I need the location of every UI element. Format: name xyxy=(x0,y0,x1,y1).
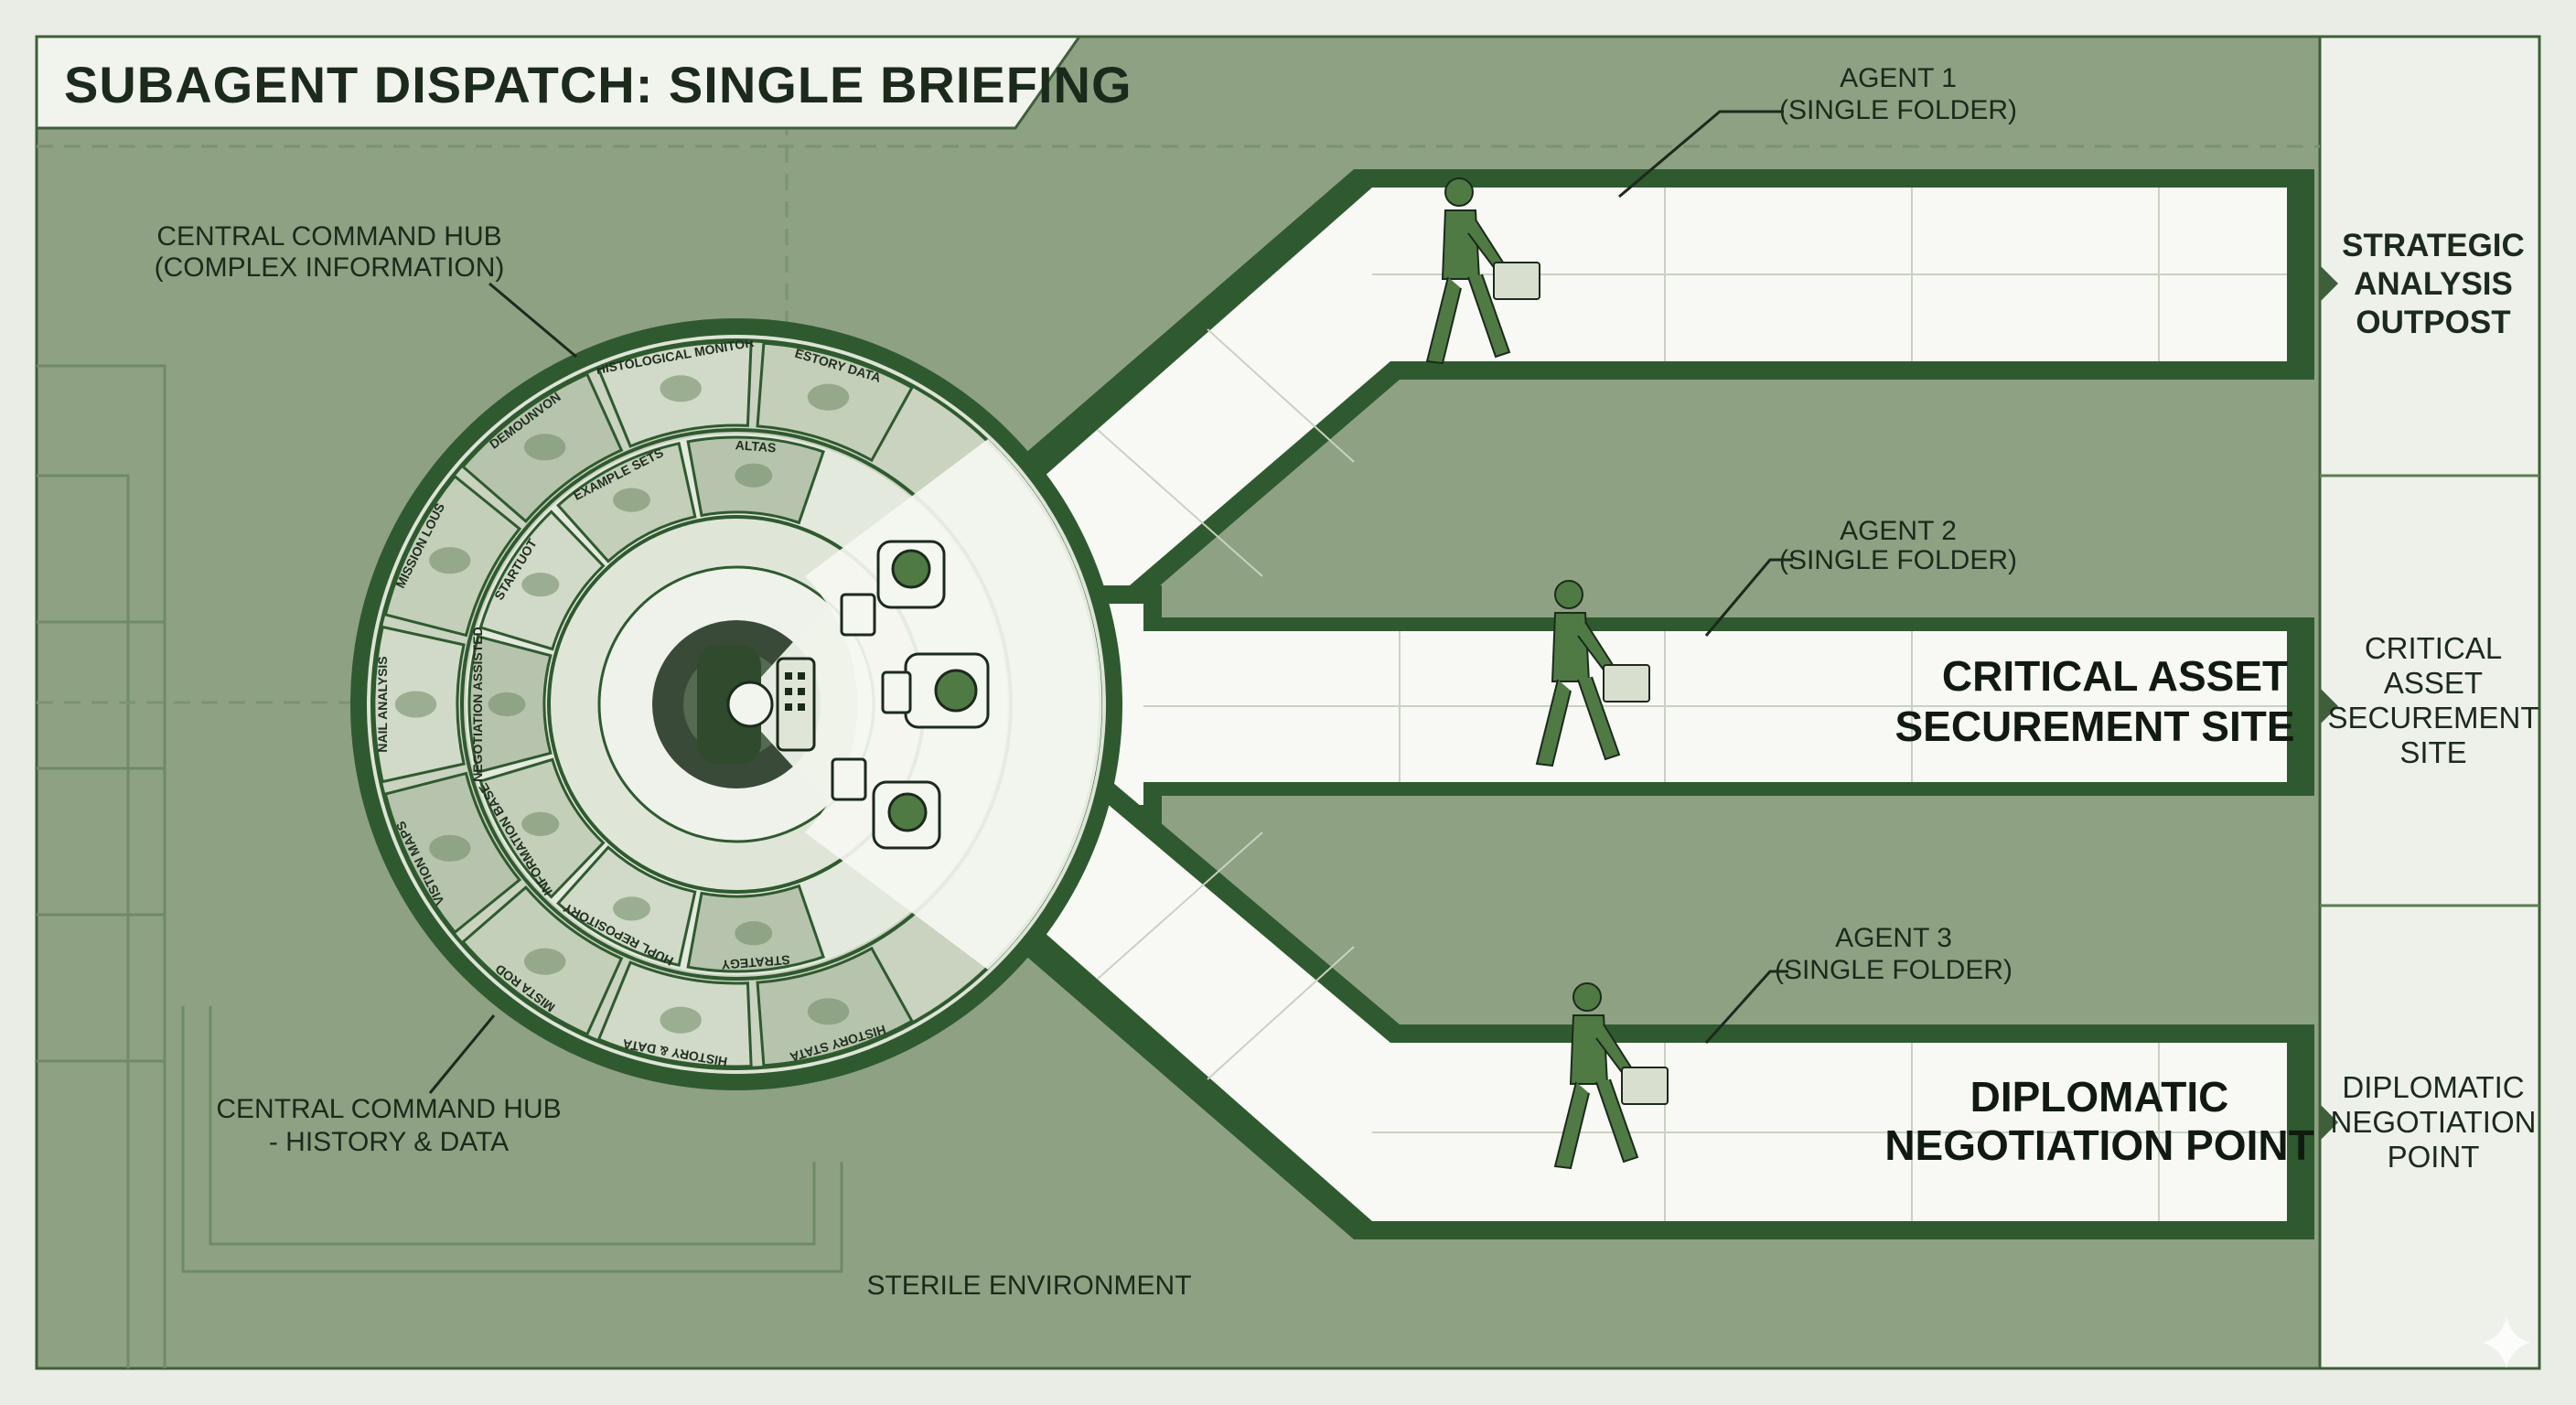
hub-operators xyxy=(697,540,990,850)
agent-1-note: (SINGLE FOLDER) xyxy=(1779,95,2017,125)
title-banner xyxy=(35,35,1082,130)
hub-callout-top-line-2: (COMPLEX INFORMATION) xyxy=(155,252,505,283)
corridor-middle-label-line2: SECUREMENT SITE xyxy=(1894,702,2294,750)
outer-screen-graphic xyxy=(394,691,437,718)
destination-3-label: DIPLOMATIC NEGOTIATION POINT xyxy=(2331,1070,2537,1174)
destination-2-arrow xyxy=(2320,688,2338,724)
outer-screen-label: NAIL ANALYSIS xyxy=(375,656,390,752)
destination-1-line-2: ANALYSIS xyxy=(2354,266,2513,302)
outer-screen-graphic xyxy=(660,1006,702,1034)
corridor-bottom-label-line1: DIPLOMATIC xyxy=(1970,1073,2229,1121)
middle-screen-graphic xyxy=(612,896,650,921)
destination-strip xyxy=(2318,35,2541,1370)
hub-callout-top: CENTRAL COMMAND HUB (COMPLEX INFORMATION… xyxy=(155,221,577,359)
agent-3-name: AGENT 3 xyxy=(1835,923,1952,953)
destination-3-line-2: NEGOTIATION xyxy=(2331,1105,2537,1139)
environment-label: STERILE ENVIRONMENT xyxy=(866,1271,1191,1301)
destination-2-label: CRITICAL ASSET SECUREMENT SITE xyxy=(2327,631,2538,769)
middle-screen-graphic xyxy=(735,921,773,946)
outer-screen-graphic xyxy=(523,434,566,461)
agent-3-figure xyxy=(1553,982,1669,1170)
operator-bottom xyxy=(831,757,941,850)
hub-callout-top-line-1: CENTRAL COMMAND HUB xyxy=(156,221,501,252)
agent-1-label: AGENT 1 (SINGLE FOLDER) xyxy=(1618,63,2017,198)
floor-outlines xyxy=(37,37,2320,1368)
agent-3-note: (SINGLE FOLDER) xyxy=(1775,955,2012,985)
hub-callout-bottom-line-2: - HISTORY & DATA xyxy=(269,1127,509,1157)
destination-2-line-1: CRITICAL xyxy=(2365,631,2502,665)
destination-1-arrow xyxy=(2320,265,2338,302)
middle-screen-graphic xyxy=(612,488,650,512)
destination-3-line-1: DIPLOMATIC xyxy=(2342,1070,2524,1104)
destination-2-line-4: SITE xyxy=(2399,735,2466,769)
sparkle-icon xyxy=(2483,1317,2530,1368)
agent-2-name: AGENT 2 xyxy=(1840,516,1957,546)
middle-screen-graphic xyxy=(735,463,773,488)
middle-screen-graphic xyxy=(521,811,560,837)
agent-2-figure xyxy=(1535,580,1650,767)
agent-1-name: AGENT 1 xyxy=(1840,63,1957,93)
operator-middle xyxy=(881,652,990,729)
destination-1-label: STRATEGIC ANALYSIS OUTPOST xyxy=(2342,228,2525,340)
destination-2-line-3: SECUREMENT xyxy=(2327,701,2538,735)
middle-screen-graphic xyxy=(488,692,526,717)
operator-center xyxy=(697,645,816,764)
corridor-middle-label-line1: CRITICAL ASSET xyxy=(1942,652,2288,700)
outer-screen-graphic xyxy=(807,383,850,411)
destination-1-line-1: STRATEGIC xyxy=(2342,228,2525,263)
corridor-middle xyxy=(951,585,2314,823)
agent-2-label: AGENT 2 (SINGLE FOLDER) xyxy=(1704,516,2017,637)
destination-3-arrow xyxy=(2320,1104,2338,1141)
outer-screen-graphic xyxy=(807,998,850,1025)
hub-callout-bottom-line-1: CENTRAL COMMAND HUB xyxy=(216,1094,561,1124)
destination-2-line-2: ASSET xyxy=(2384,666,2483,700)
page-title: SUBAGENT DISPATCH: SINGLE BRIEFING xyxy=(64,56,1132,113)
agent-1-figure xyxy=(1425,177,1540,365)
corridor-bottom-label-line2: NEGOTIATION POINT xyxy=(1884,1121,2313,1169)
outer-screen-graphic xyxy=(660,375,702,402)
agent-3-label: AGENT 3 (SINGLE FOLDER) xyxy=(1704,923,2012,1045)
destination-1-line-3: OUTPOST xyxy=(2356,305,2510,340)
outer-screen-graphic xyxy=(429,834,471,862)
operator-top xyxy=(840,540,946,637)
middle-screen-label: ALTAS xyxy=(735,437,777,455)
outer-screen-graphic xyxy=(429,547,471,574)
hub-callout-bottom: CENTRAL COMMAND HUB - HISTORY & DATA xyxy=(216,1014,562,1157)
outer-screen-graphic xyxy=(523,948,566,975)
middle-screen-label: NEGOTIATION ASSISTED xyxy=(470,627,485,782)
destination-3-line-3: POINT xyxy=(2388,1140,2480,1174)
middle-screen-label: STRATEGY xyxy=(720,952,790,972)
agent-2-note: (SINGLE FOLDER) xyxy=(1779,545,2017,575)
middle-screen-graphic xyxy=(521,572,560,597)
